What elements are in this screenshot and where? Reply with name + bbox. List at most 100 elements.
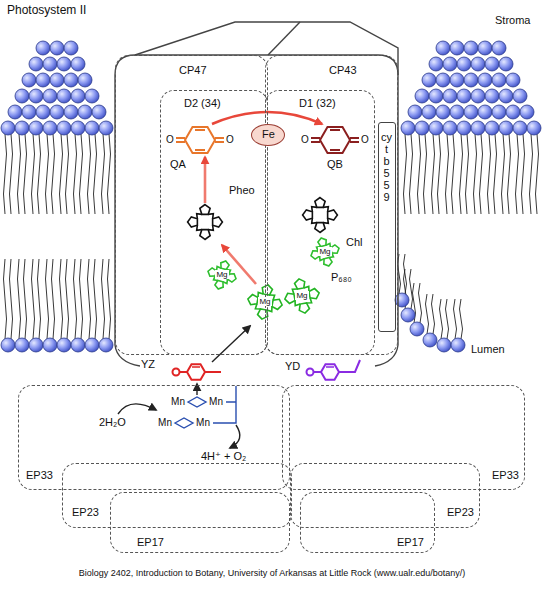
arrow — [118, 404, 156, 414]
lipid-head — [85, 338, 99, 352]
node-label: D2 (34) — [183, 97, 222, 110]
bond — [195, 149, 205, 151]
quinone-molecule — [311, 127, 359, 153]
lipid-tail — [94, 259, 97, 339]
lipid-tail — [494, 134, 497, 214]
iron-atom: Fe — [251, 124, 285, 146]
lipid-head — [401, 308, 415, 322]
extrinsic-protein: EP33 — [282, 385, 525, 490]
lipid-head — [506, 73, 520, 87]
diagram-label: Mn — [170, 396, 186, 408]
diagram-label: YD — [284, 360, 301, 373]
lipid-head — [78, 105, 92, 119]
lipid-head — [436, 105, 450, 119]
diagram-label: QB — [326, 158, 344, 171]
lipid-head — [408, 105, 422, 119]
node-label: CP43 — [328, 64, 358, 77]
pyrrole — [315, 198, 325, 208]
lipid-head — [22, 73, 36, 87]
lipid-tail — [66, 134, 69, 214]
diagram-label: Mg — [258, 297, 271, 306]
phenol-ring — [187, 364, 205, 380]
node-label: Fe — [261, 128, 276, 141]
bond — [192, 366, 200, 368]
bond — [176, 141, 185, 143]
lipid-head — [415, 89, 429, 103]
lipid-head — [423, 333, 437, 347]
pyrrole — [257, 309, 269, 320]
lipid-head — [15, 121, 29, 135]
lipid-tail — [530, 134, 533, 214]
lipid-tail — [426, 294, 429, 334]
node-label: EP17 — [136, 536, 165, 549]
lipid-head — [57, 89, 71, 103]
lipid-head — [527, 121, 541, 135]
lipid-tail — [452, 134, 455, 214]
lipid-tail — [74, 259, 77, 339]
pyrrole — [317, 237, 327, 247]
lipid-head — [36, 41, 50, 55]
lipid-tail — [102, 259, 105, 339]
lipid-head — [464, 105, 478, 119]
lipid-head — [492, 73, 506, 87]
lipid-tail — [94, 134, 97, 214]
lipid-head — [29, 121, 43, 135]
title: Photosystem II — [6, 4, 87, 18]
extrinsic-protein: EP33 — [18, 385, 290, 490]
side-chain — [339, 360, 360, 372]
lipid-head — [492, 41, 506, 55]
lipid-tail — [46, 259, 49, 339]
protein-edge — [135, 22, 398, 75]
lipid-head — [422, 105, 436, 119]
arrow — [204, 157, 207, 203]
lipid-tail — [460, 299, 463, 339]
lipid-tail — [424, 134, 427, 214]
diagram-label: Mn — [195, 417, 211, 429]
lipid-tail — [4, 134, 7, 214]
lipid-tail — [52, 134, 55, 214]
lipid-head — [478, 73, 492, 87]
diagram-label: Chl — [345, 236, 364, 249]
lipid-tail — [60, 259, 63, 339]
lipid-tail — [38, 259, 41, 339]
lipid-head — [513, 121, 527, 135]
diagram-label: Lumen — [470, 343, 506, 356]
lipid-tail — [432, 134, 435, 214]
lipid-tail — [474, 134, 477, 214]
lipid-head — [464, 41, 478, 55]
pyrrole — [323, 257, 333, 267]
lipid-head — [85, 121, 99, 135]
lipid-head — [401, 121, 415, 135]
lipid-tail — [460, 134, 463, 214]
lipid-head — [499, 121, 513, 135]
pyrrole — [214, 280, 224, 290]
lipid-head — [92, 105, 106, 119]
lipid-tail — [60, 134, 63, 214]
lipid-tail — [466, 134, 469, 214]
lipid-tail — [74, 134, 77, 214]
lipid-tail — [102, 134, 105, 214]
pyrrole — [188, 217, 198, 227]
bond — [311, 141, 320, 143]
porphyrin-ring — [307, 234, 343, 270]
node-label: EP33 — [491, 469, 520, 482]
diagram-label: 2H₂O — [98, 416, 127, 429]
tyrosine — [173, 364, 222, 380]
bond — [330, 149, 340, 151]
lipid-head — [471, 121, 485, 135]
diagram-label: QA — [169, 158, 187, 171]
lipid-head — [450, 41, 464, 55]
lipid-tail — [410, 134, 413, 214]
lipid-tail — [419, 283, 422, 323]
protein-edge — [375, 345, 398, 366]
lipid-tail — [440, 299, 443, 339]
lipid-head — [410, 322, 424, 336]
lipid-tail — [536, 134, 539, 214]
pyrrole — [328, 210, 338, 220]
lipid-head — [15, 338, 29, 352]
porphyrin-ring — [282, 276, 322, 316]
lipid-head — [429, 89, 443, 103]
lipid-tail — [454, 299, 457, 339]
lipid-head — [36, 73, 50, 87]
